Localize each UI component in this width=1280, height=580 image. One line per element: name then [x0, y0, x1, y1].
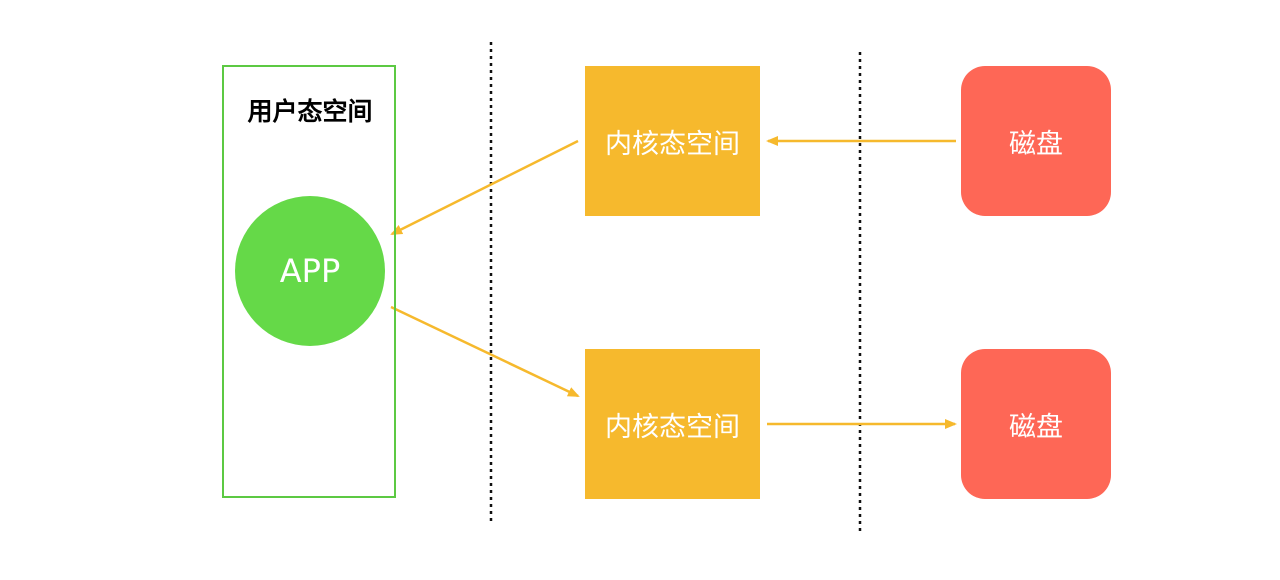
- disk-bottom: 磁盘: [961, 349, 1111, 499]
- disk-bottom-label: 磁盘: [1009, 411, 1063, 443]
- arrow-kernel-to-app: [390, 139, 579, 236]
- user-space-title: 用户态空间: [247, 97, 373, 126]
- arrow-app-to-kernel: [390, 305, 580, 398]
- kernel-space-bottom-label: 内核态空间: [605, 411, 740, 443]
- kernel-space-bottom: 内核态空间: [585, 349, 760, 499]
- kernel-space-top: 内核态空间: [585, 66, 760, 216]
- kernel-space-top-label: 内核态空间: [605, 128, 740, 160]
- disk-top-label: 磁盘: [1009, 128, 1063, 160]
- disk-top: 磁盘: [961, 66, 1111, 216]
- app-label: APP: [279, 252, 341, 290]
- app-node: APP: [235, 196, 385, 346]
- user-space-box: [222, 65, 396, 498]
